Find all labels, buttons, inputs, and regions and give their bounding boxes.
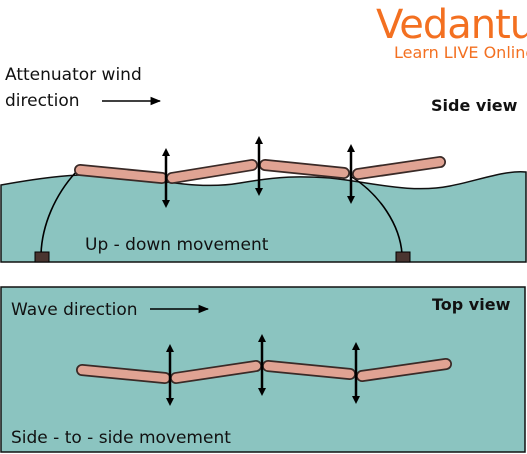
top-view-title: Top view	[432, 295, 511, 314]
top-segment-2	[171, 361, 261, 383]
side-view-panel: Attenuator wind direction Side view Up -…	[0, 65, 527, 263]
wind-direction-label-line2: direction	[5, 91, 80, 111]
top-view-panel: Top view Wave direction Side - to - side…	[0, 286, 526, 453]
logo-wordmark: Vedantu	[376, 2, 527, 48]
side-segment-4	[353, 157, 445, 179]
top-segment-3	[263, 361, 355, 379]
top-segment-4	[357, 359, 451, 381]
wave-direction-label: Wave direction	[11, 300, 138, 320]
side-segment-1	[75, 165, 167, 183]
wind-direction-label-line1: Attenuator wind	[5, 65, 142, 85]
side-segment-3	[260, 160, 349, 178]
top-segment-1	[77, 365, 170, 383]
top-view-attenuator	[76, 358, 452, 384]
left-mooring-cable	[40, 171, 77, 255]
side-view-title: Side view	[431, 96, 518, 115]
right-mooring-cable	[351, 176, 403, 255]
right-anchor-block	[395, 251, 411, 263]
vedantu-logo: Vedantu Learn LIVE Online	[376, 2, 527, 62]
side-view-attenuator	[74, 156, 446, 184]
side-segment-2	[167, 160, 257, 183]
side-to-side-movement-label: Side - to - side movement	[11, 428, 231, 448]
left-anchor-block	[34, 251, 50, 263]
logo-tagline: Learn LIVE Online	[394, 43, 527, 62]
up-down-movement-label: Up - down movement	[85, 235, 269, 255]
